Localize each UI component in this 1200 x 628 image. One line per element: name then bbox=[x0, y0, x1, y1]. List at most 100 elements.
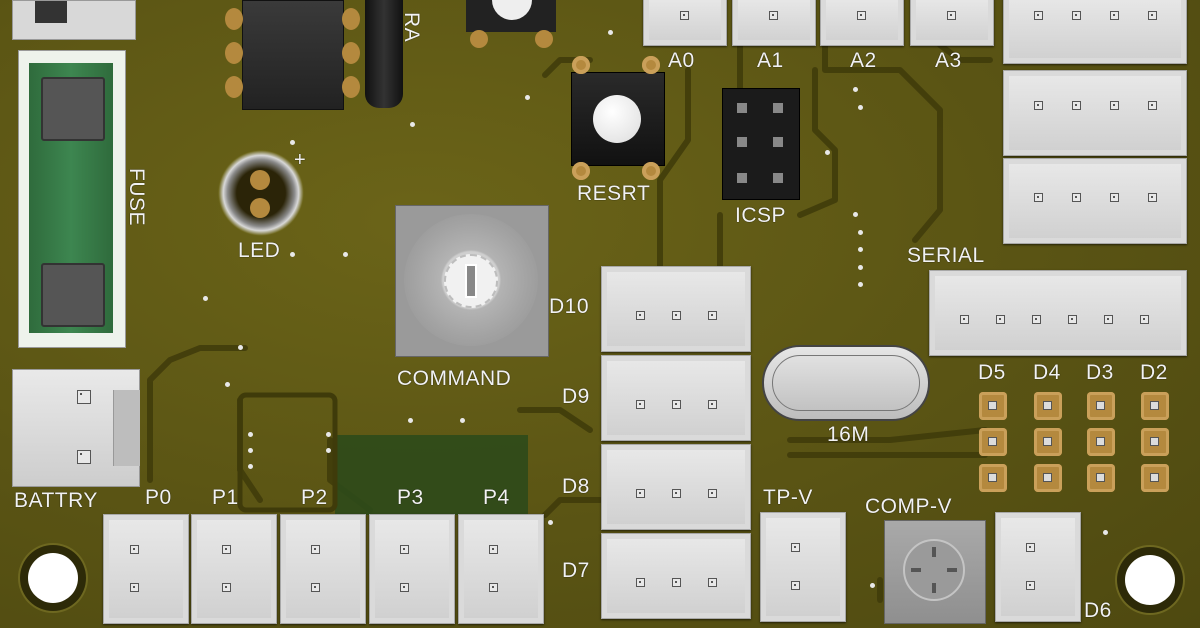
via bbox=[408, 418, 413, 423]
label-p2: P2 bbox=[301, 486, 328, 509]
label-ra: RA bbox=[400, 12, 423, 43]
via bbox=[290, 140, 295, 145]
connector-d9 bbox=[601, 355, 751, 441]
mounting-hole-right bbox=[1125, 555, 1175, 605]
connector-a3 bbox=[910, 0, 994, 46]
via bbox=[825, 150, 830, 155]
label-battery: BATTRY bbox=[14, 489, 98, 512]
label-a0: A0 bbox=[668, 49, 695, 72]
label-command: COMMAND bbox=[397, 367, 512, 390]
via bbox=[858, 105, 863, 110]
label-p3: P3 bbox=[397, 486, 424, 509]
label-led: LED bbox=[238, 239, 281, 262]
connector-p1 bbox=[191, 514, 277, 624]
via bbox=[525, 95, 530, 100]
connector-p2 bbox=[280, 514, 366, 624]
connector-tp-v bbox=[760, 512, 846, 622]
crystal-oscillator bbox=[762, 345, 930, 421]
connector-p0 bbox=[103, 514, 189, 624]
ic-pin bbox=[342, 76, 360, 98]
trimmer-dial[interactable] bbox=[903, 539, 965, 601]
connector-right-2 bbox=[1003, 70, 1187, 156]
ic-pin bbox=[342, 8, 360, 30]
trace bbox=[147, 345, 248, 483]
label-comp-v: COMP-V bbox=[865, 495, 952, 518]
command-encoder[interactable] bbox=[395, 205, 549, 357]
via bbox=[326, 448, 331, 453]
label-serial: SERIAL bbox=[907, 244, 985, 267]
trace bbox=[542, 497, 603, 518]
reset-button-cap bbox=[593, 95, 641, 143]
via bbox=[858, 265, 863, 270]
label-d7: D7 bbox=[562, 559, 590, 582]
comp-v-trimmer[interactable] bbox=[884, 520, 986, 624]
ic-chip bbox=[242, 0, 344, 110]
ic-pin bbox=[225, 42, 243, 64]
via bbox=[1103, 530, 1108, 535]
battery-connector bbox=[12, 369, 140, 487]
via bbox=[410, 122, 415, 127]
sensor-body bbox=[365, 0, 403, 108]
encoder-knob[interactable] bbox=[444, 254, 498, 308]
label-icsp: ICSP bbox=[735, 204, 787, 227]
reset-button[interactable] bbox=[571, 72, 665, 166]
label-p0: P0 bbox=[145, 486, 172, 509]
connector-d10 bbox=[601, 266, 751, 352]
pad bbox=[470, 30, 488, 48]
label-a2: A2 bbox=[850, 49, 877, 72]
connector-right-3 bbox=[1003, 158, 1187, 244]
via bbox=[326, 432, 331, 437]
pad bbox=[572, 56, 590, 74]
label-resrt: RESRT bbox=[577, 182, 651, 205]
copper-pour bbox=[335, 435, 528, 515]
label-d8: D8 bbox=[562, 475, 590, 498]
footprint-outline bbox=[237, 392, 338, 513]
encoder-dial[interactable] bbox=[404, 214, 538, 346]
ic-pin bbox=[225, 76, 243, 98]
trace bbox=[937, 42, 993, 63]
via bbox=[870, 583, 875, 588]
connector-d8 bbox=[601, 444, 751, 530]
push-button-top[interactable] bbox=[466, 0, 556, 32]
connector-right-1 bbox=[1003, 0, 1187, 64]
trace bbox=[657, 67, 691, 273]
trace bbox=[822, 42, 943, 243]
switch-actuator bbox=[35, 1, 67, 23]
trace bbox=[797, 67, 838, 218]
label-d6: D6 bbox=[1084, 599, 1112, 622]
connector-d6 bbox=[995, 512, 1081, 622]
trace bbox=[517, 407, 593, 433]
label-d4: D4 bbox=[1033, 361, 1061, 384]
ic-pin bbox=[342, 42, 360, 64]
label-d3: D3 bbox=[1086, 361, 1114, 384]
via bbox=[225, 382, 230, 387]
pad bbox=[642, 162, 660, 180]
via bbox=[548, 520, 553, 525]
via bbox=[608, 30, 613, 35]
ic-pin bbox=[225, 8, 243, 30]
via bbox=[248, 448, 253, 453]
via bbox=[248, 464, 253, 469]
led-polarity-mark: + bbox=[294, 149, 307, 171]
fuse-body bbox=[29, 63, 113, 333]
via bbox=[238, 345, 243, 350]
label-d5: D5 bbox=[978, 361, 1006, 384]
connector-p3 bbox=[369, 514, 455, 624]
via bbox=[343, 252, 348, 257]
via bbox=[203, 296, 208, 301]
switch-component bbox=[12, 0, 136, 40]
via bbox=[853, 212, 858, 217]
via bbox=[858, 230, 863, 235]
connector-d7 bbox=[601, 533, 751, 619]
via bbox=[290, 252, 295, 257]
pad bbox=[535, 30, 553, 48]
pad bbox=[642, 56, 660, 74]
label-p4: P4 bbox=[483, 486, 510, 509]
led bbox=[218, 150, 304, 236]
label-tp-v: TP-V bbox=[763, 486, 813, 509]
connector-serial bbox=[929, 270, 1187, 356]
pad bbox=[572, 162, 590, 180]
label-d2: D2 bbox=[1140, 361, 1168, 384]
via bbox=[460, 418, 465, 423]
